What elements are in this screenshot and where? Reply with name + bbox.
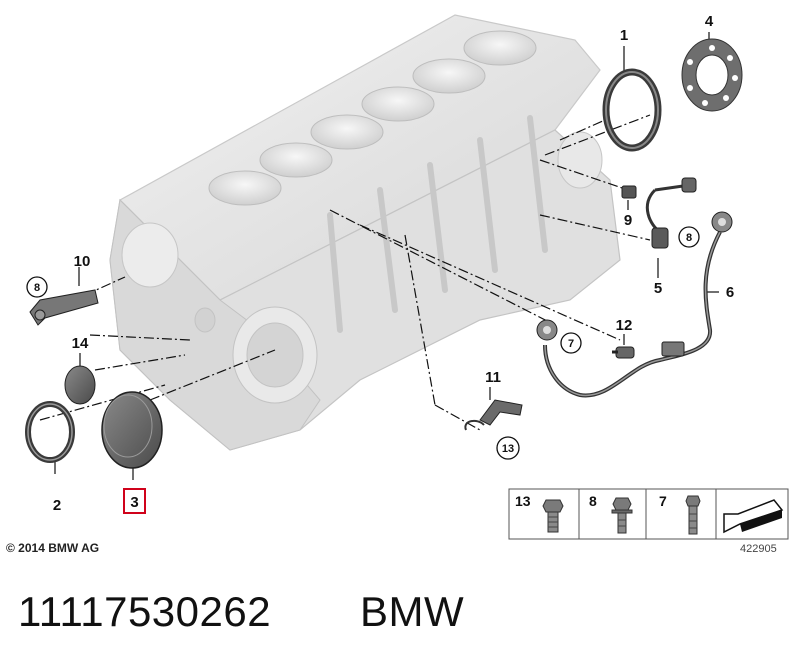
callout-12: 12 <box>616 317 633 334</box>
part-14-plug[interactable] <box>64 365 96 405</box>
svg-text:13: 13 <box>502 443 514 455</box>
part-10-sensor[interactable] <box>29 289 99 326</box>
part-number: 11117530262 <box>18 588 272 635</box>
callout-4: 4 <box>705 13 714 30</box>
callout-11: 11 <box>485 369 501 386</box>
legend-item-7[interactable]: 7 <box>659 493 701 535</box>
legend-label-13: 13 <box>515 493 531 509</box>
legend-orientation-arrow-icon <box>723 499 784 534</box>
legend-item-13[interactable]: 13 <box>515 493 564 533</box>
part-5-sensor[interactable] <box>645 177 697 249</box>
legend-label-8: 8 <box>589 493 597 509</box>
part-9-clip[interactable] <box>621 185 637 199</box>
callout-2: 2 <box>53 497 61 514</box>
callout-13: 13 <box>496 436 520 460</box>
part-12-sensor[interactable] <box>612 346 635 359</box>
callout-3-highlighted[interactable]: 3 <box>123 488 146 514</box>
part-11-bracket[interactable] <box>479 399 523 426</box>
part-6-harness[interactable] <box>536 211 733 398</box>
legend-label-7: 7 <box>659 493 667 509</box>
part-1-seal-ring[interactable] <box>602 68 662 152</box>
fastener-legend: 13 8 7 <box>508 488 789 540</box>
part-3-sealing-cap[interactable] <box>101 391 163 469</box>
callout-8-right: 8 <box>678 226 700 248</box>
callout-6: 6 <box>726 284 734 301</box>
callout-1: 1 <box>620 27 628 44</box>
copyright-text: © 2014 BMW AG <box>6 541 100 555</box>
callout-10: 10 <box>74 253 91 270</box>
svg-text:7: 7 <box>568 338 574 350</box>
callout-14: 14 <box>72 335 89 352</box>
part-13-bolt[interactable] <box>464 419 485 431</box>
part-2-seal-ring[interactable] <box>25 401 75 463</box>
svg-text:8: 8 <box>686 232 692 244</box>
brand-name: BMW <box>360 588 465 635</box>
legend-item-8[interactable]: 8 <box>589 493 633 534</box>
callout-9: 9 <box>624 212 632 229</box>
callout-7: 7 <box>560 332 582 354</box>
callout-labels: 1 4 9 5 6 12 11 10 14 2 8 8 7 13 3 <box>26 13 734 514</box>
svg-text:8: 8 <box>34 282 40 294</box>
callout-8-left: 8 <box>26 276 48 298</box>
diagram-id: 422905 <box>740 543 777 555</box>
svg-text:3: 3 <box>130 494 138 511</box>
engine-block <box>109 14 621 451</box>
part-4-sensor-wheel[interactable] <box>681 38 743 112</box>
callout-5: 5 <box>654 280 662 297</box>
